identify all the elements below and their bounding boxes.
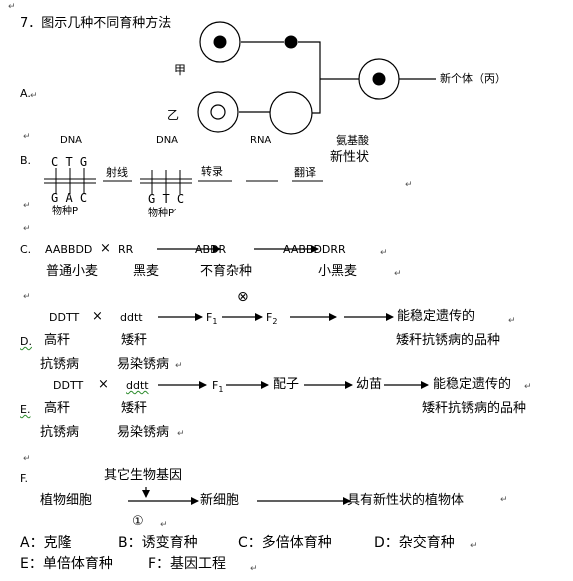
option-d-label: D. xyxy=(20,335,32,348)
answer-d: D：杂交育种 xyxy=(374,535,455,551)
d-trait-dwarf: 矮秆 xyxy=(121,333,148,348)
option-c-label: C. xyxy=(20,243,32,256)
answer-f: F：基因工程 xyxy=(148,556,227,572)
option-e-label: E. xyxy=(20,403,31,416)
label-jia: 甲 xyxy=(174,63,187,77)
e-seedling: 幼苗 xyxy=(356,377,383,392)
label-dna-1: DNA xyxy=(60,135,83,146)
f-other-genes: 其它生物基因 xyxy=(104,468,183,483)
paragraph-mark: ↵ xyxy=(177,429,185,439)
paragraph-mark: ↵ xyxy=(23,132,31,142)
label-species-p-prime: 物种P′ xyxy=(148,208,177,219)
label-transcription: 转录 xyxy=(201,165,223,178)
name-common-wheat: 普通小麦 xyxy=(46,264,99,279)
paragraph-mark: ↵ xyxy=(394,269,402,279)
d-result-line-1: 能稳定遗传的 xyxy=(397,309,476,324)
answer-b: B：诱变育种 xyxy=(118,535,198,551)
d-parent-2: ddtt xyxy=(120,311,143,324)
e-gamete: 配子 xyxy=(273,377,300,392)
e-trait-tall: 高秆 xyxy=(44,401,71,416)
cell-yi-2 xyxy=(269,91,313,135)
paragraph-mark: ↵ xyxy=(8,2,16,12)
label-species-p: 物种P xyxy=(52,206,79,217)
nucleus-jia-2 xyxy=(284,35,298,49)
f-new-plant: 具有新性状的植物体 xyxy=(347,493,465,508)
nucleus-bing xyxy=(372,72,386,86)
e-parent-2: ddtt xyxy=(126,379,149,392)
paragraph-mark: ↵ xyxy=(23,224,31,234)
paragraph-mark: ↵ xyxy=(470,541,478,551)
d-result-line-2: 矮秆抗锈病的品种 xyxy=(396,333,501,348)
e-parent-1: DDTT xyxy=(53,379,84,392)
option-b-strands xyxy=(44,168,323,194)
paragraph-mark: ↵ xyxy=(500,495,508,505)
label-amino-acid: 氨基酸 xyxy=(336,134,369,147)
paragraph-mark: ↵ xyxy=(175,361,183,371)
name-rye: 黑麦 xyxy=(133,264,160,279)
paragraph-mark: ↵ xyxy=(508,316,516,326)
label-dna-2: DNA xyxy=(156,135,179,146)
e-rust-resistant: 抗锈病 xyxy=(40,425,80,440)
answer-e: E：单倍体育种 xyxy=(20,556,113,572)
nucleus-yi-1 xyxy=(210,104,226,120)
e-rust-susceptible: 易染锈病 xyxy=(117,425,170,440)
option-f-label: F. xyxy=(20,472,29,485)
f-step-1: ① xyxy=(132,514,144,529)
d-rust-resistant: 抗锈病 xyxy=(40,357,80,372)
d-rust-susceptible: 易染锈病 xyxy=(117,357,170,372)
answer-c: C：多倍体育种 xyxy=(238,535,332,551)
paragraph-mark: ↵ xyxy=(30,91,38,101)
label-rna: RNA xyxy=(250,135,272,146)
selfing-symbol: ⊗ xyxy=(237,289,249,305)
label-new-trait: 新性状 xyxy=(330,150,370,165)
d-cross-symbol: × xyxy=(92,309,103,324)
e-trait-dwarf: 矮秆 xyxy=(121,401,148,416)
question-title: 7．图示几种不同育种方法 xyxy=(20,16,172,31)
option-a-cells xyxy=(197,21,436,135)
paragraph-mark: ↵ xyxy=(23,292,31,302)
cell-yi-1 xyxy=(197,91,239,133)
f-plant-cell: 植物细胞 xyxy=(40,493,93,508)
d-trait-tall: 高秆 xyxy=(44,333,71,348)
e-cross-symbol: × xyxy=(98,377,109,392)
nucleus-jia-1 xyxy=(213,35,227,49)
paragraph-mark: ↵ xyxy=(405,180,413,190)
paragraph-mark: ↵ xyxy=(250,564,258,574)
label-radiation: 射线 xyxy=(106,166,128,179)
hybrid-genotype: ABDR xyxy=(195,243,227,256)
answer-a: A：克隆 xyxy=(20,535,72,551)
d-f2: F2 xyxy=(266,311,278,327)
cross-symbol: × xyxy=(100,241,111,256)
cell-jia-1 xyxy=(199,21,241,63)
d-f1: F1 xyxy=(206,311,218,327)
paragraph-mark: ↵ xyxy=(23,201,31,211)
paragraph-mark: ↵ xyxy=(524,382,532,392)
paragraph-mark: ↵ xyxy=(380,248,388,258)
result-new-individual: 新个体（丙） xyxy=(440,72,506,85)
mutant-strand-seq: G T C xyxy=(148,192,185,206)
parent-1-genotype: AABBDD xyxy=(45,243,93,256)
top-strand-seq: C T G xyxy=(51,155,88,169)
label-translation: 翻译 xyxy=(294,166,316,179)
parent-2-genotype: RR xyxy=(118,243,134,256)
product-genotype: AABBDDRR xyxy=(283,243,346,256)
e-result-line-1: 能稳定遗传的 xyxy=(433,377,512,392)
e-result-line-2: 矮秆抗锈病的品种 xyxy=(422,401,527,416)
e-f1: F1 xyxy=(212,379,224,395)
name-triticale: 小黑麦 xyxy=(318,264,358,279)
label-yi: 乙 xyxy=(167,108,180,122)
d-parent-1: DDTT xyxy=(49,311,80,324)
option-b-label: B. xyxy=(20,154,32,167)
option-a-label: A. xyxy=(20,87,31,100)
f-new-cell: 新细胞 xyxy=(200,493,240,508)
name-sterile-hybrid: 不育杂种 xyxy=(200,264,253,279)
bottom-strand-seq: G A C xyxy=(51,191,88,205)
paragraph-mark: ↵ xyxy=(160,520,168,530)
paragraph-mark: ↵ xyxy=(23,454,31,464)
